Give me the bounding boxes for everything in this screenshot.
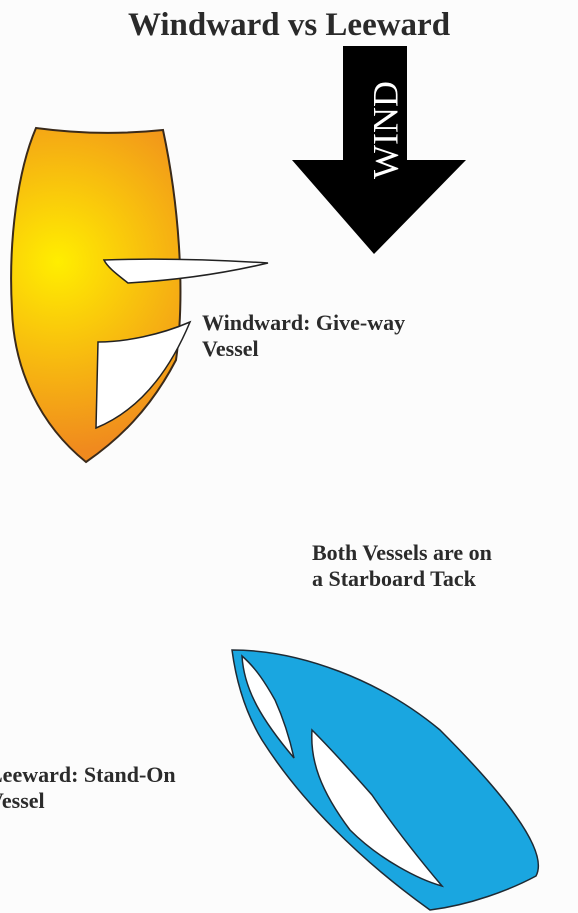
- note-line: a Starboard Tack: [312, 566, 492, 592]
- wind-label: WIND: [365, 81, 405, 179]
- leeward-vessel-label: Leeward: Stand-On Vessel: [0, 762, 176, 815]
- windward-vessel-label: Windward: Give-way Vessel: [202, 310, 405, 363]
- note-line: Both Vessels are on: [312, 540, 492, 566]
- starboard-tack-note: Both Vessels are on a Starboard Tack: [312, 540, 492, 593]
- leeward-boat-hull: [232, 650, 538, 910]
- windward-label-line: Windward: Give-way: [202, 310, 405, 336]
- leeward-label-line: Leeward: Stand-On: [0, 762, 176, 788]
- windward-boat-mainsail: [104, 259, 268, 283]
- windward-label-line: Vessel: [202, 336, 405, 362]
- leeward-label-line: Vessel: [0, 788, 176, 814]
